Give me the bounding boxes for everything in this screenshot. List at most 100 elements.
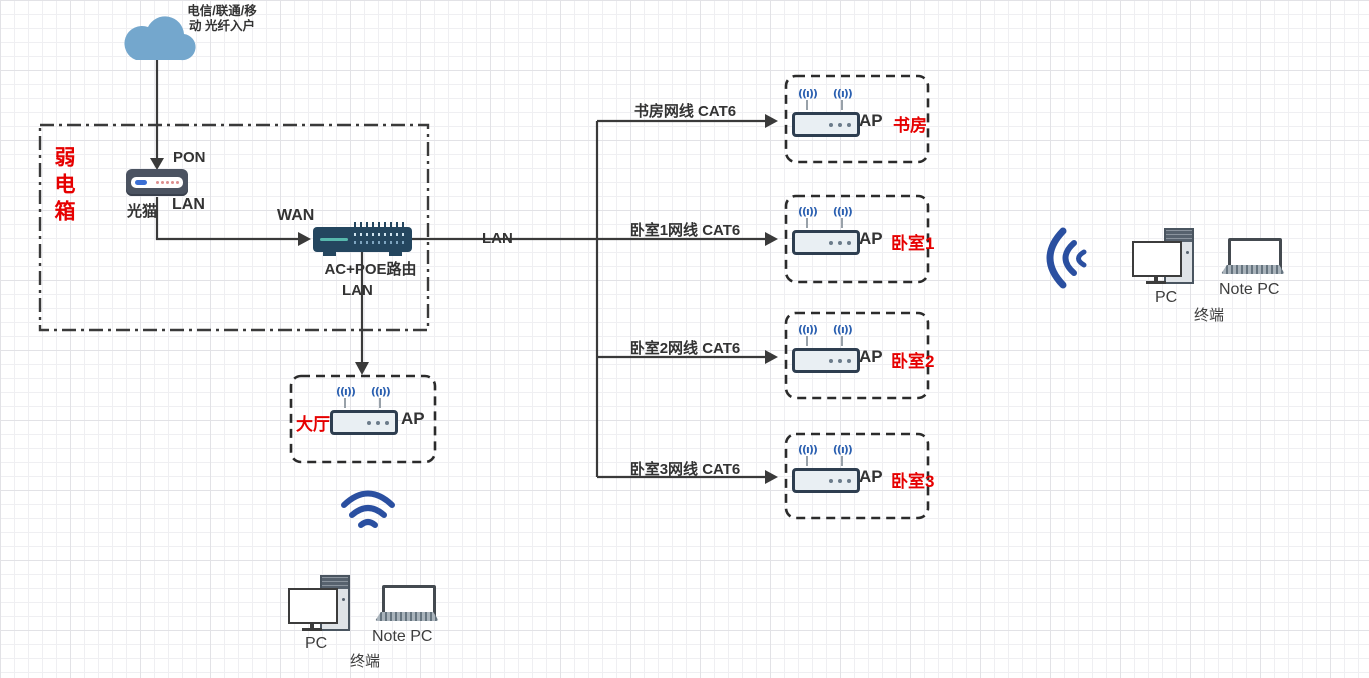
internet-cloud[interactable]	[115, 8, 200, 71]
modem-panel	[131, 177, 183, 188]
router-wan-label: WAN	[277, 207, 315, 224]
router-name-label: AC+POE路由	[324, 261, 417, 278]
bedroom2-ap-device[interactable]	[792, 348, 860, 373]
pc-tower-button	[1186, 251, 1189, 254]
modem-pon-label: PON	[173, 149, 206, 166]
bedroom3-ap-device[interactable]	[792, 468, 860, 493]
pc-monitor-base	[302, 628, 322, 631]
cloud-label: 电信/联通/移动 光纤入户	[187, 4, 257, 33]
bedroom2-ap-label: AP	[859, 347, 883, 366]
pc-label: PC	[305, 635, 328, 652]
arrowhead-into-ap-study	[765, 114, 778, 128]
antenna-icon: ((ı))	[798, 323, 818, 346]
bedroom2-ap-box[interactable]	[784, 311, 930, 400]
laptop-keyboard	[375, 612, 439, 621]
bedroom1-ap-box[interactable]	[784, 194, 930, 284]
ap-led-dots	[847, 240, 851, 245]
pc-monitor-stand	[1154, 275, 1158, 281]
pc-tower-button	[342, 598, 345, 601]
antenna-wave-icon: ((ı))	[798, 323, 818, 336]
ac-poe-router[interactable]	[313, 222, 412, 256]
antenna-icon: ((ı))	[833, 444, 853, 466]
bedroom1-ap-antennas: ((ı)) ((ı))	[798, 205, 853, 228]
cable-label-bedroom3: 卧室3网线 CAT6	[629, 461, 741, 478]
lan-line-label: LAN	[482, 230, 513, 247]
hall-ap-device[interactable]	[330, 410, 398, 435]
antenna-stem	[806, 336, 809, 346]
optical-modem[interactable]	[126, 169, 188, 196]
ap-led-dots	[847, 358, 851, 363]
hall-ap-label: AP	[401, 409, 425, 428]
pc-monitor	[1132, 241, 1182, 277]
modem-status-dots	[156, 181, 159, 184]
bedroom3-room-label: 卧室3	[891, 472, 935, 491]
antenna-stem	[344, 398, 347, 408]
terminal-group-label: 终端	[1194, 307, 1225, 324]
antenna-icon: ((ı))	[832, 205, 853, 228]
router-stripe	[320, 238, 348, 241]
bedroom2-room-label: 卧室2	[891, 352, 935, 371]
antenna-stem	[841, 100, 844, 110]
antenna-icon: ((ı))	[833, 88, 853, 110]
antenna-stem	[379, 398, 382, 408]
antenna-stem	[841, 218, 844, 228]
router-port-ticks	[354, 222, 404, 227]
laptop-keyboard	[1221, 265, 1285, 274]
router-lan-label: LAN	[342, 282, 373, 299]
laptop-screen	[382, 585, 436, 617]
antenna-wave-icon: ((ı))	[370, 385, 391, 398]
antenna-icon: ((ı))	[798, 205, 818, 228]
pc-tower-top	[322, 577, 348, 589]
edge-modem-to-router	[155, 197, 298, 241]
pc-monitor-stand	[310, 622, 314, 628]
study-ap-label: AP	[859, 111, 883, 130]
wifi-signal-right-icon	[1046, 227, 1087, 289]
ap-led-dots	[385, 420, 389, 425]
cloud-icon	[124, 16, 196, 61]
weak-current-box[interactable]	[38, 123, 430, 332]
bedroom3-ap-box[interactable]	[784, 432, 930, 520]
pc-monitor	[288, 588, 338, 624]
antenna-wave-icon: ((ı))	[832, 205, 853, 218]
arrowhead-into-modem	[150, 158, 164, 170]
study-ap-box[interactable]	[784, 74, 930, 164]
arrowhead-into-ap-bedroom3	[765, 470, 778, 484]
cable-label-bedroom1: 卧室1网线 CAT6	[629, 222, 741, 239]
terminal-group-label: 终端	[350, 653, 381, 670]
bedroom1-room-label: 卧室1	[891, 234, 935, 253]
bedroom1-ap-device[interactable]	[792, 230, 860, 255]
arrowhead-into-ap-bedroom2	[765, 350, 778, 364]
antenna-stem	[841, 336, 844, 346]
bedroom3-ap-antennas: ((ı)) ((ı))	[798, 444, 853, 466]
hall-ap-box[interactable]	[289, 374, 437, 464]
modem-lan-label: LAN	[172, 196, 205, 213]
wifi-signal-down-icon	[341, 490, 395, 528]
modem-name-label: 光猫	[127, 203, 158, 220]
laptop-icon[interactable]	[1221, 238, 1285, 274]
antenna-icon: ((ı))	[833, 324, 853, 346]
hall-ap-antennas: ((ı)) ((ı))	[336, 385, 391, 408]
antenna-stem	[841, 456, 844, 466]
modem-led	[135, 180, 147, 185]
antenna-icon: ((ı))	[336, 386, 356, 408]
laptop-icon[interactable]	[375, 585, 439, 621]
pc-monitor-base	[1146, 281, 1166, 284]
antenna-icon: ((ı))	[798, 87, 818, 110]
weak-box-title: 弱电箱	[52, 146, 75, 227]
pc-label: PC	[1155, 289, 1178, 306]
notepc-label: Note PC	[1219, 281, 1280, 298]
cable-label-study: 书房网线 CAT6	[633, 103, 737, 120]
bedroom2-ap-antennas: ((ı)) ((ı))	[798, 323, 853, 346]
desktop-pc-icon[interactable]	[288, 575, 354, 633]
antenna-wave-icon: ((ı))	[798, 87, 818, 100]
antenna-wave-icon: ((ı))	[798, 205, 818, 218]
study-ap-device[interactable]	[792, 112, 860, 137]
antenna-icon: ((ı))	[798, 444, 818, 466]
cable-label-bedroom2: 卧室2网线 CAT6	[629, 340, 741, 357]
desktop-pc-icon[interactable]	[1132, 228, 1198, 286]
ap-led-dots	[847, 478, 851, 483]
arrowhead-into-hall-box	[355, 362, 369, 375]
antenna-stem	[806, 456, 809, 466]
